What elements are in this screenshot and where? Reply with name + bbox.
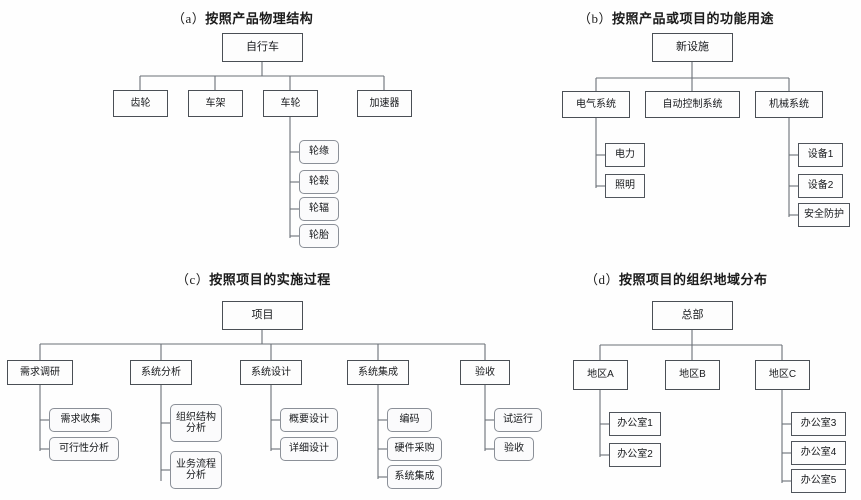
node-d-office-2[interactable]: 办公室3 <box>791 412 846 436</box>
node-d-office-0[interactable]: 办公室1 <box>609 412 661 436</box>
node-d-root[interactable]: 总部 <box>652 301 733 330</box>
node-d-office-1[interactable]: 办公室2 <box>609 443 661 467</box>
node-d-l1-2[interactable]: 地区C <box>755 360 810 390</box>
node-c-c3-1[interactable]: 硬件采购 <box>387 437 442 461</box>
node-c-c4-0[interactable]: 试运行 <box>494 408 542 432</box>
node-b-mechanical-1[interactable]: 设备2 <box>798 174 843 198</box>
panel-a-tag: （a） <box>172 11 206 26</box>
node-a-l1-2[interactable]: 车轮 <box>263 90 318 117</box>
node-c-c1-0[interactable]: 组织结构 分析 <box>170 404 222 442</box>
node-d-l1-0[interactable]: 地区A <box>573 360 628 390</box>
panel-c-tag: （c） <box>176 272 210 287</box>
node-c-l1-0[interactable]: 需求调研 <box>7 360 73 385</box>
node-c-c2-0[interactable]: 概要设计 <box>280 408 338 432</box>
panel-b-tag: （b） <box>578 11 613 26</box>
node-c-l1-3[interactable]: 系统集成 <box>347 360 409 385</box>
node-a-wheel-0[interactable]: 轮缘 <box>299 140 339 164</box>
panel-d-title-text: 按照项目的组织地域分布 <box>619 272 768 287</box>
node-a-wheel-1[interactable]: 轮毂 <box>299 170 339 194</box>
node-b-root[interactable]: 新设施 <box>652 33 733 62</box>
panel-a-title: （a）按照产品物理结构 <box>172 8 313 27</box>
node-b-electrical-1[interactable]: 照明 <box>605 174 645 198</box>
node-d-l1-1[interactable]: 地区B <box>665 360 720 390</box>
node-b-mechanical-2[interactable]: 安全防护 <box>798 203 850 227</box>
node-b-mechanical-0[interactable]: 设备1 <box>798 143 843 167</box>
node-a-l1-3[interactable]: 加速器 <box>357 90 412 117</box>
node-d-office-4[interactable]: 办公室5 <box>791 469 846 493</box>
node-a-wheel-3[interactable]: 轮胎 <box>299 224 339 248</box>
node-c-l1-4[interactable]: 验收 <box>460 360 510 385</box>
node-b-l1-1[interactable]: 自动控制系统 <box>645 91 740 118</box>
node-b-l1-0[interactable]: 电气系统 <box>562 91 630 118</box>
node-c-c1-1[interactable]: 业务流程 分析 <box>170 451 222 489</box>
node-c-root[interactable]: 项目 <box>222 301 303 330</box>
panel-b-title-text: 按照产品或项目的功能用途 <box>612 11 775 26</box>
panel-d-title: （d）按照项目的组织地域分布 <box>585 269 768 288</box>
node-c-c2-1[interactable]: 详细设计 <box>280 437 338 461</box>
panel-a-title-text: 按照产品物理结构 <box>205 11 314 26</box>
node-c-c3-0[interactable]: 编码 <box>387 408 432 432</box>
panel-c-title-text: 按照项目的实施过程 <box>209 272 331 287</box>
node-c-c0-0[interactable]: 需求收集 <box>49 408 112 432</box>
panel-d-tag: （d） <box>585 272 620 287</box>
node-a-l1-1[interactable]: 车架 <box>188 90 243 117</box>
node-a-root[interactable]: 自行车 <box>222 33 303 62</box>
node-c-l1-2[interactable]: 系统设计 <box>240 360 302 385</box>
node-c-c4-1[interactable]: 验收 <box>494 437 534 461</box>
node-a-l1-0[interactable]: 齿轮 <box>113 90 168 117</box>
panel-b-title: （b）按照产品或项目的功能用途 <box>578 8 774 27</box>
node-c-c3-2[interactable]: 系统集成 <box>387 465 442 489</box>
node-d-office-3[interactable]: 办公室4 <box>791 441 846 465</box>
node-b-electrical-0[interactable]: 电力 <box>605 143 645 167</box>
node-c-l1-1[interactable]: 系统分析 <box>130 360 192 385</box>
node-b-l1-2[interactable]: 机械系统 <box>755 91 823 118</box>
panel-c-title: （c）按照项目的实施过程 <box>176 269 331 288</box>
node-a-wheel-2[interactable]: 轮辐 <box>299 197 339 221</box>
node-c-c0-1[interactable]: 可行性分析 <box>49 437 119 461</box>
